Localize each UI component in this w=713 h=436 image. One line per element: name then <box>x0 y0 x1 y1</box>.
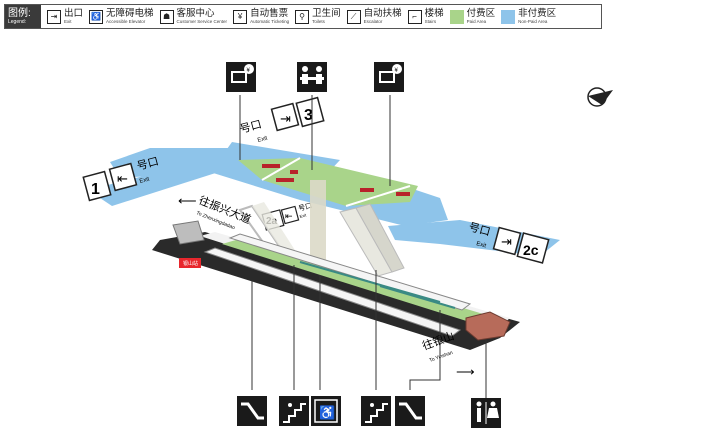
svg-text:To Yinshan: To Yinshan <box>429 350 454 364</box>
svg-text:银山站: 银山站 <box>183 260 198 267</box>
svg-text:3: 3 <box>304 107 313 124</box>
svg-text:Exit: Exit <box>257 135 269 143</box>
svg-text:Exit: Exit <box>139 176 151 184</box>
ticketing-icon: ¥ <box>374 62 404 92</box>
toilet-icon <box>471 398 501 428</box>
svg-text:♿: ♿ <box>319 405 335 420</box>
station-name-sign <box>179 258 201 268</box>
paid-area-swatch <box>449 9 464 24</box>
escalator-icon <box>237 396 267 426</box>
svg-text:号口: 号口 <box>135 155 160 173</box>
escalator-icon: ⟋ <box>346 9 361 24</box>
svg-text:¥: ¥ <box>395 68 399 74</box>
north-arrow-icon <box>587 87 613 107</box>
arrow-right-icon: ⟶ <box>456 364 475 379</box>
service-center-icon <box>297 62 327 92</box>
stairs-icon: ⌐ <box>407 9 422 24</box>
ticketing-icon: ¥ <box>233 9 248 24</box>
stairs-icon <box>361 396 391 426</box>
exit-3-sign: 号口 Exit ⇥ 3 <box>238 96 325 144</box>
exit-arrow-icon: ⇤ <box>117 171 128 186</box>
legend-title: 图例: Legend: <box>5 5 41 28</box>
svg-text:2c: 2c <box>523 242 539 258</box>
exit-1-sign: 1 ⇤ 号口 Exit <box>82 155 160 202</box>
stairs-icon <box>279 396 309 426</box>
exit-arrow-icon: ⇥ <box>280 111 291 126</box>
exit-arrow-icon: ⇤ <box>285 211 293 221</box>
elevator-icon: ♿ <box>311 396 341 426</box>
svg-text:号口: 号口 <box>297 202 313 213</box>
svg-text:Exit: Exit <box>299 212 308 219</box>
nonpaid-area-swatch <box>501 9 516 24</box>
exit-2c-sign: 号口 Exit ⇥ 2c <box>467 220 550 264</box>
escalator-icon <box>395 396 425 426</box>
exit-icon: ⇥ <box>47 9 61 24</box>
vertical-connections <box>238 180 405 277</box>
svg-text:Exit: Exit <box>475 241 487 249</box>
service-center-icon: ☗ <box>159 9 174 24</box>
pointer-lines <box>239 95 487 398</box>
svg-text:1: 1 <box>91 181 100 198</box>
svg-text:¥: ¥ <box>247 68 251 74</box>
platform-level: 银山站 <box>152 220 520 350</box>
arrow-left-icon: ⟵ <box>178 193 197 208</box>
svg-text:号口: 号口 <box>238 118 263 136</box>
elevator-icon: ♿ <box>89 9 104 24</box>
exit-arrow-icon: ⇥ <box>501 234 512 249</box>
toilet-icon: ⚲ <box>295 9 310 24</box>
svg-text:号口: 号口 <box>467 220 492 238</box>
ticketing-icon: ¥ <box>226 62 256 92</box>
